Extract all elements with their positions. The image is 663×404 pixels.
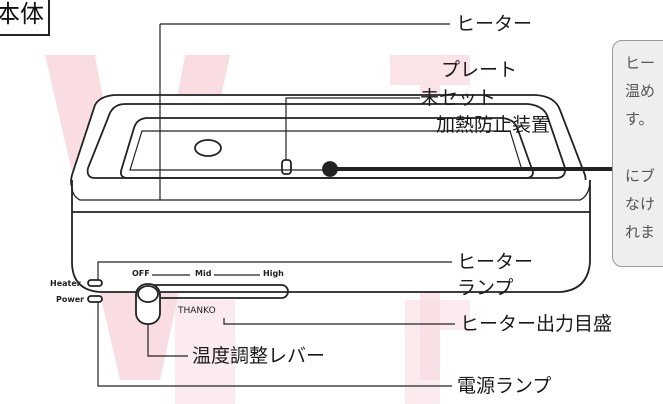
- scale-mid: Mid: [195, 269, 212, 278]
- label-output-scale: ヒーター出力目盛: [460, 313, 613, 335]
- label-heater-lamp-line2: ランプ: [457, 277, 514, 299]
- label-plate-line2: 未セット: [420, 87, 497, 109]
- note-line: 温め: [625, 82, 656, 100]
- scale-off: OFF: [132, 269, 150, 278]
- label-plate-line1: プレート: [441, 59, 518, 81]
- label-temp-lever: 温度調整レバー: [192, 345, 326, 367]
- note-box: [612, 40, 663, 267]
- label-power-lamp: 電源ランプ: [457, 375, 552, 397]
- brand-label: THANKO: [178, 306, 216, 316]
- scale-high: High: [263, 269, 284, 278]
- note-line: にブ: [625, 167, 656, 185]
- note-line: なけ: [625, 195, 656, 213]
- label-plate-line3: 加熱防止装置: [436, 114, 551, 136]
- lamp-label-heater: Heater: [50, 279, 81, 288]
- leader-lines: [97, 23, 612, 387]
- section-title: 本体: [0, 0, 50, 36]
- lamp-label-power: Power: [56, 295, 85, 304]
- label-heater: ヒーター: [456, 13, 533, 35]
- note-line: す。: [625, 110, 654, 128]
- label-heater-lamp-line1: ヒーター: [457, 251, 534, 273]
- note-line: れま: [625, 223, 656, 241]
- note-line: ヒー: [625, 54, 656, 72]
